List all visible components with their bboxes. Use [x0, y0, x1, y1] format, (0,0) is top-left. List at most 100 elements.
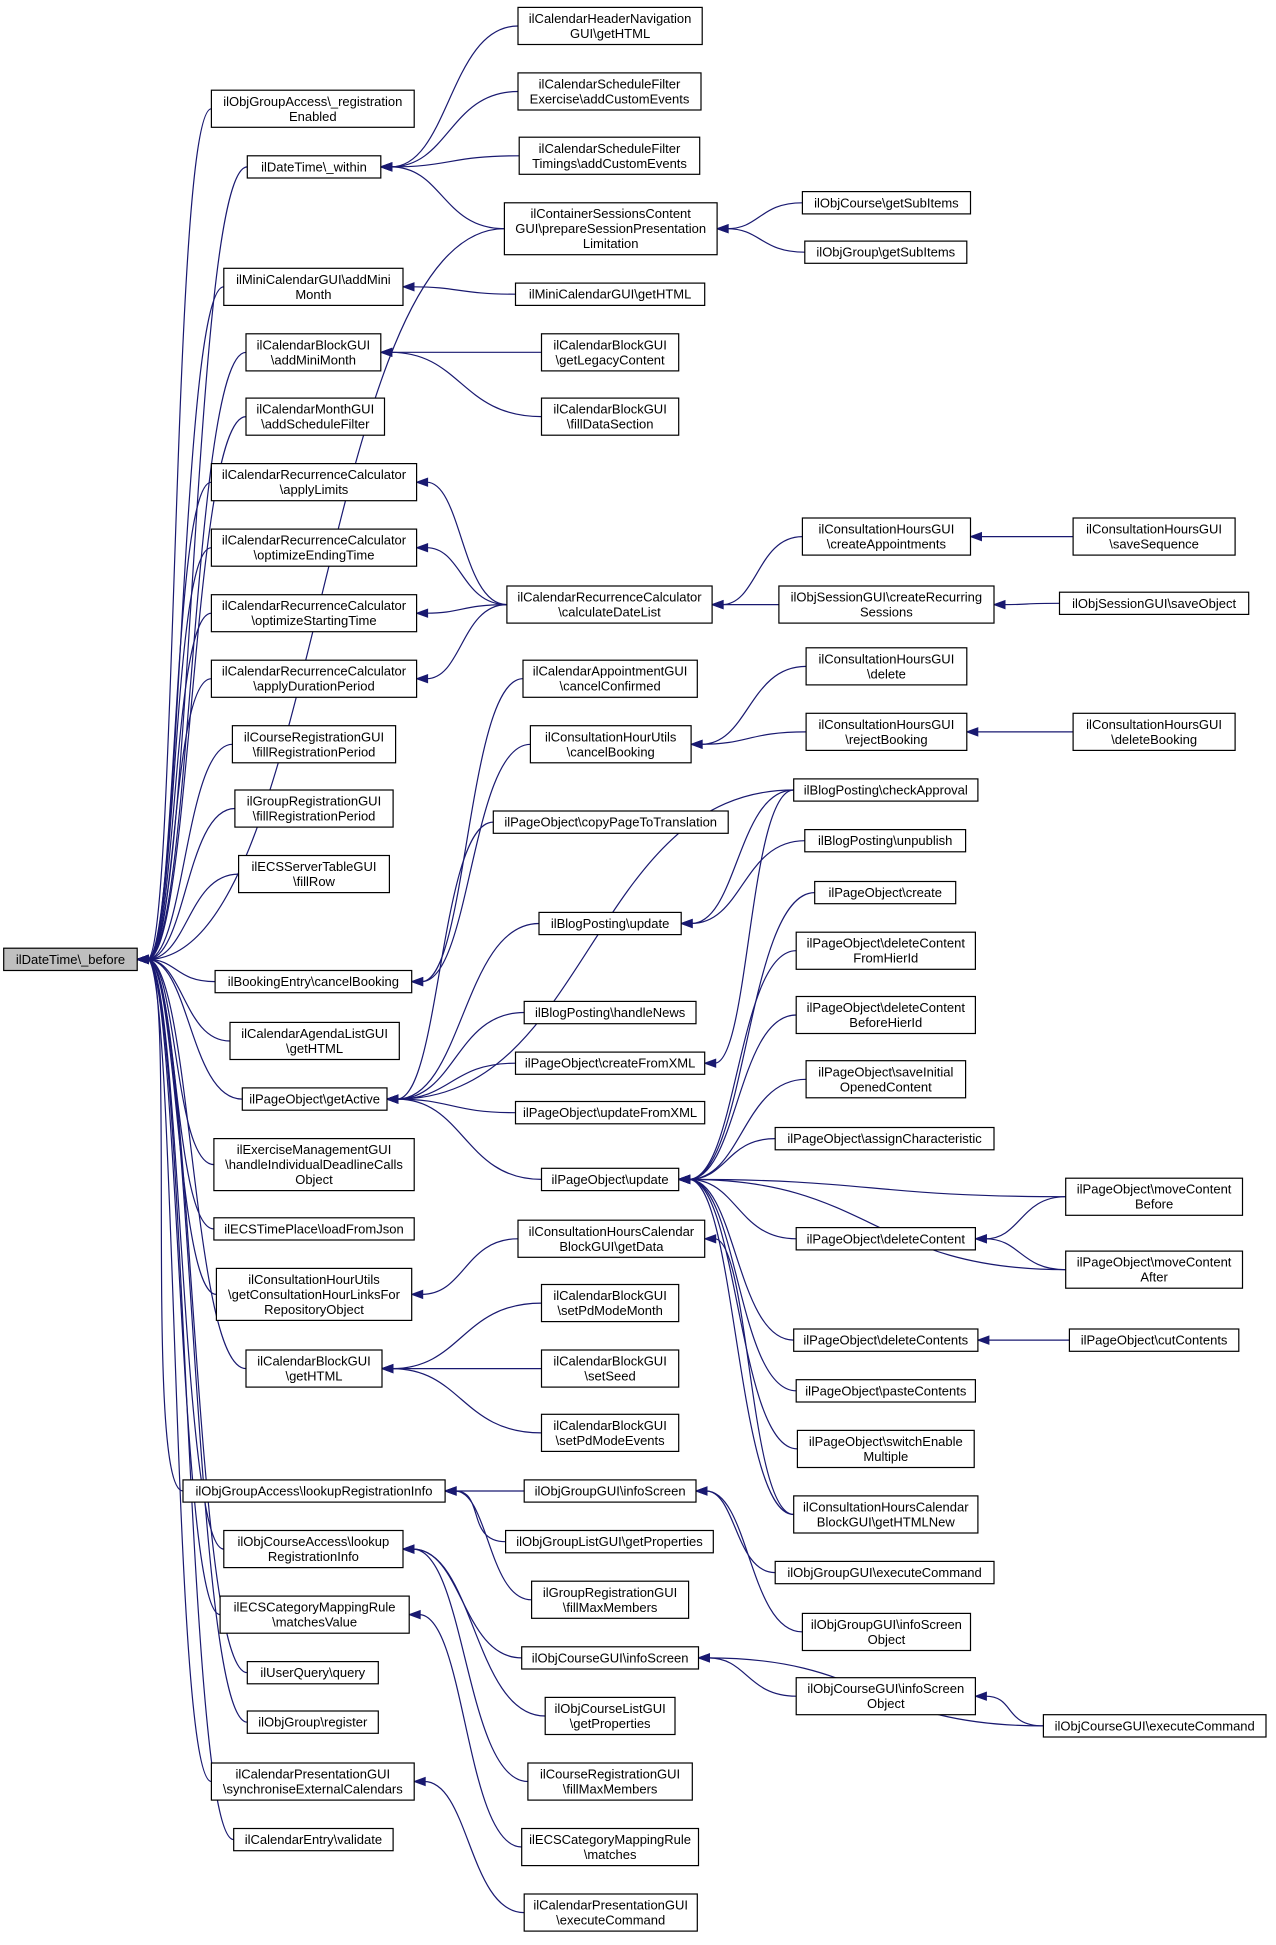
node-ilconsultationhoursgui-deletebooking[interactable]: ilConsultationHoursGUI\deleteBooking	[1072, 712, 1236, 751]
node-label-line: ilCalendarAgendaListGUI	[241, 1026, 388, 1041]
node-ilobjcourseaccess-lookup-registrationinfo[interactable]: ilObjCourseAccess\lookupRegistrationInfo	[223, 1529, 404, 1569]
node-ilecstimeplace-loadfromjson[interactable]: ilECSTimePlace\loadFromJson	[213, 1217, 415, 1241]
node-ilconsultationhoursgui-rejectbooking[interactable]: ilConsultationHoursGUI\rejectBooking	[805, 712, 968, 751]
node-ilconsultationhourutils-cancelbooking[interactable]: ilConsultationHourUtils\cancelBooking	[529, 725, 692, 764]
node-ilobjgroupgui-infoscreen[interactable]: ilObjGroupGUI\infoScreen	[523, 1479, 697, 1503]
node-ilblogposting-handlenews[interactable]: ilBlogPosting\handleNews	[523, 1000, 697, 1025]
node-ilpageobject-pastecontents[interactable]: ilPageObject\pasteContents	[795, 1379, 977, 1403]
node-ilpageobject-updatefromxml[interactable]: ilPageObject\updateFromXML	[514, 1100, 706, 1125]
node-ilpageobject-deletecontent[interactable]: ilPageObject\deleteContent	[795, 1226, 977, 1251]
node-ilpageobject-getactive[interactable]: ilPageObject\getActive	[241, 1087, 388, 1111]
node-ilpageobject-update[interactable]: ilPageObject\update	[540, 1167, 680, 1192]
node-ilcourseregistrationgui-fillregistrationperiod[interactable]: ilCourseRegistrationGUI\fillRegistration…	[231, 725, 397, 764]
edge-arrowhead	[973, 1691, 987, 1701]
node-ilcalendarblockgui-addminimonth[interactable]: ilCalendarBlockGUI\addMiniMonth	[245, 333, 382, 372]
node-ilexercisemanagementgui-handleindividualdeadlinecalls-object[interactable]: ilExerciseManagementGUI\handleIndividual…	[213, 1137, 415, 1192]
node-ilpageobject-createfromxml[interactable]: ilPageObject\createFromXML	[514, 1051, 706, 1075]
node-ilminicalendargui-gethtml[interactable]: ilMiniCalendarGUI\getHTML	[514, 282, 706, 307]
node-ilconsultationhourutils-getconsultationhourlinksfor-repositoryobject[interactable]: ilConsultationHourUtils\getConsultationH…	[215, 1267, 413, 1322]
node-box	[540, 1413, 680, 1453]
node-ilconsultationhoursgui-savesequence[interactable]: ilConsultationHoursGUI\saveSequence	[1072, 517, 1236, 556]
node-ilbookingentry-cancelbooking[interactable]: ilBookingEntry\cancelBooking	[214, 969, 413, 994]
node-ilcalendarrecurrencecalculator-applydurationperiod[interactable]: ilCalendarRecurrenceCalculator\applyDura…	[210, 659, 418, 698]
node-ilobjcourselistgui-getproperties[interactable]: ilObjCourseListGUI\getProperties	[544, 1696, 676, 1736]
node-label-line: ilConsultationHoursGUI	[1086, 717, 1222, 732]
node-ildatetime-before[interactable]: ilDateTime\_before	[3, 947, 138, 972]
node-ilblogposting-update[interactable]: ilBlogPosting\update	[538, 911, 682, 936]
edge-arrowhead	[679, 918, 693, 929]
node-ilcalendarmonthgui-addschedulefilter[interactable]: ilCalendarMonthGUI\addScheduleFilter	[245, 397, 386, 436]
node-ilconsultationhoursgui-delete[interactable]: ilConsultationHoursGUI\delete	[805, 647, 968, 686]
node-ilgroupregistrationgui-fillregistrationperiod[interactable]: ilGroupRegistrationGUI\fillRegistrationP…	[234, 789, 394, 828]
node-ilpageobject-deletecontents[interactable]: ilPageObject\deleteContents	[793, 1328, 979, 1352]
node-ilcalendarrecurrencecalculator-optimizestartingtime[interactable]: ilCalendarRecurrenceCalculator\optimizeS…	[210, 594, 418, 633]
node-ilpageobject-create[interactable]: ilPageObject\create	[814, 880, 957, 905]
node-ilcalendarblockgui-setseed[interactable]: ilCalendarBlockGUI\setSeed	[540, 1349, 680, 1388]
node-ilcalendarappointmentgui-cancelconfirmed[interactable]: ilCalendarAppointmentGUI\cancelConfirmed	[522, 659, 698, 698]
node-ilcalendarblockgui-setpdmodemonth[interactable]: ilCalendarBlockGUI\setPdModeMonth	[540, 1283, 680, 1323]
node-ilgroupregistrationgui-fillmaxmembers[interactable]: ilGroupRegistrationGUI\fillMaxMembers	[530, 1580, 690, 1619]
node-ilcalendarblockgui-gethtml[interactable]: ilCalendarBlockGUI\getHTML	[245, 1349, 383, 1388]
node-ilcontainersessionscontent-gui-preparesessionpresentation-limitation[interactable]: ilContainerSessionsContentGUI\prepareSes…	[503, 202, 718, 256]
node-ilecscategorymappingrule-matchesvalue[interactable]: ilECSCategoryMappingRule\matchesValue	[219, 1595, 410, 1634]
node-ilobjgrouplistgui-getproperties[interactable]: ilObjGroupListGUI\getProperties	[505, 1529, 714, 1554]
node-ilcalendarblockgui-getlegacycontent[interactable]: ilCalendarBlockGUI\getLegacyContent	[540, 333, 680, 372]
node-ilobjgroupaccess-lookupregistrationinfo[interactable]: ilObjGroupAccess\lookupRegistrationInfo	[182, 1479, 446, 1503]
node-label-line: ilObjSessionGUI\saveObject	[1072, 596, 1236, 611]
node-ilpageobject-copypagetotranslation[interactable]: ilPageObject\copyPageToTranslation	[492, 810, 729, 834]
node-ilcalendarrecurrencecalculator-calculatedatelist[interactable]: ilCalendarRecurrenceCalculator\calculate…	[506, 585, 713, 624]
node-ilpageobject-cutcontents[interactable]: ilPageObject\cutContents	[1068, 1328, 1240, 1352]
node-ilcalendarpresentationgui-executecommand[interactable]: ilCalendarPresentationGUI\executeCommand	[523, 1893, 698, 1932]
node-ilcalendarschedulefilter-exercise-addcustomevents[interactable]: ilCalendarScheduleFilterExercise\addCust…	[517, 72, 702, 111]
node-ilobjgroup-register[interactable]: ilObjGroup\register	[246, 1710, 379, 1734]
edge-chulinks-to-root	[146, 958, 217, 1295]
node-ilcalendarentry-validate[interactable]: ilCalendarEntry\validate	[233, 1827, 394, 1852]
node-box	[1042, 1714, 1267, 1738]
node-ilconsultationhoursgui-createappointments[interactable]: ilConsultationHoursGUI\createAppointment…	[801, 517, 972, 556]
node-label-line: \getHTML	[286, 1041, 343, 1056]
node-ilcourseregistrationgui-fillmaxmembers[interactable]: ilCourseRegistrationGUI\fillMaxMembers	[527, 1762, 693, 1801]
node-ilcalendaragendalistgui-gethtml[interactable]: ilCalendarAgendaListGUI\getHTML	[229, 1021, 400, 1061]
node-ilblogposting-checkapproval[interactable]: ilBlogPosting\checkApproval	[793, 778, 979, 802]
node-ilecsservertablegui-fillrow[interactable]: ilECSServerTableGUI\fillRow	[238, 854, 391, 894]
node-ilobjgroupgui-executecommand[interactable]: ilObjGroupGUI\executeCommand	[774, 1560, 995, 1585]
node-ilcalendarschedulefilter-timings-addcustomevents[interactable]: ilCalendarScheduleFilterTimings\addCusto…	[518, 136, 701, 175]
node-ilblogposting-unpublish[interactable]: ilBlogPosting\unpublish	[804, 828, 967, 853]
node-ilcalendarrecurrencecalculator-applylimits[interactable]: ilCalendarRecurrenceCalculator\applyLimi…	[210, 463, 418, 502]
node-ilobjcoursegui-infoscreen[interactable]: ilObjCourseGUI\infoScreen	[521, 1646, 700, 1670]
node-ilecscategorymappingrule-matches[interactable]: ilECSCategoryMappingRule\matches	[521, 1827, 700, 1867]
node-ilconsultationhourscalendar-blockgui-getdata[interactable]: ilConsultationHoursCalendarBlockGUI\getD…	[517, 1219, 706, 1258]
node-ilobjgroup-getsubitems[interactable]: ilObjGroup\getSubItems	[804, 240, 968, 264]
node-ilcalendarblockgui-setpdmodeevents[interactable]: ilCalendarBlockGUI\setPdModeEvents	[540, 1413, 680, 1453]
node-box	[814, 880, 957, 905]
node-box	[793, 778, 979, 802]
edge-delcontent-to-pageupdate	[688, 1178, 797, 1240]
node-ilminicalendargui-addmini-month[interactable]: ilMiniCalendarGUI\addMiniMonth	[223, 267, 404, 306]
node-ilobjcoursegui-executecommand[interactable]: ilObjCourseGUI\executeCommand	[1042, 1714, 1267, 1738]
node-box	[517, 72, 702, 111]
node-label-line: ilPageObject\updateFromXML	[523, 1105, 697, 1120]
node-ilcalendarrecurrencecalculator-optimizeendingtime[interactable]: ilCalendarRecurrenceCalculator\optimizeE…	[210, 528, 418, 567]
node-ilcalendarblockgui-filldatasection[interactable]: ilCalendarBlockGUI\fillDataSection	[540, 397, 680, 436]
nodes-layer: ilDateTime\_before ilObjGroupAccess\_regi…	[3, 6, 1267, 1932]
node-iluserquery-query[interactable]: ilUserQuery\query	[246, 1660, 379, 1685]
node-label-line: ilCourseRegistrationGUI	[244, 729, 384, 744]
node-ilpageobject-assigncharacteristic[interactable]: ilPageObject\assignCharacteristic	[774, 1126, 995, 1151]
node-ilcalendarpresentationgui-synchroniseexternalcalendars[interactable]: ilCalendarPresentationGUI\synchroniseExt…	[210, 1762, 415, 1801]
node-ilobjcourse-getsubitems[interactable]: ilObjCourse\getSubItems	[801, 191, 972, 215]
node-label-line: ilBlogPosting\update	[551, 916, 670, 931]
node-ilconsultationhourscalendar-blockgui-gethtmlnew[interactable]: ilConsultationHoursCalendarBlockGUI\getH…	[793, 1495, 979, 1534]
node-ilobjsessiongui-saveobject[interactable]: ilObjSessionGUI\saveObject	[1058, 591, 1250, 616]
node-ildatetime-within[interactable]: ilDateTime\_within	[246, 155, 382, 179]
